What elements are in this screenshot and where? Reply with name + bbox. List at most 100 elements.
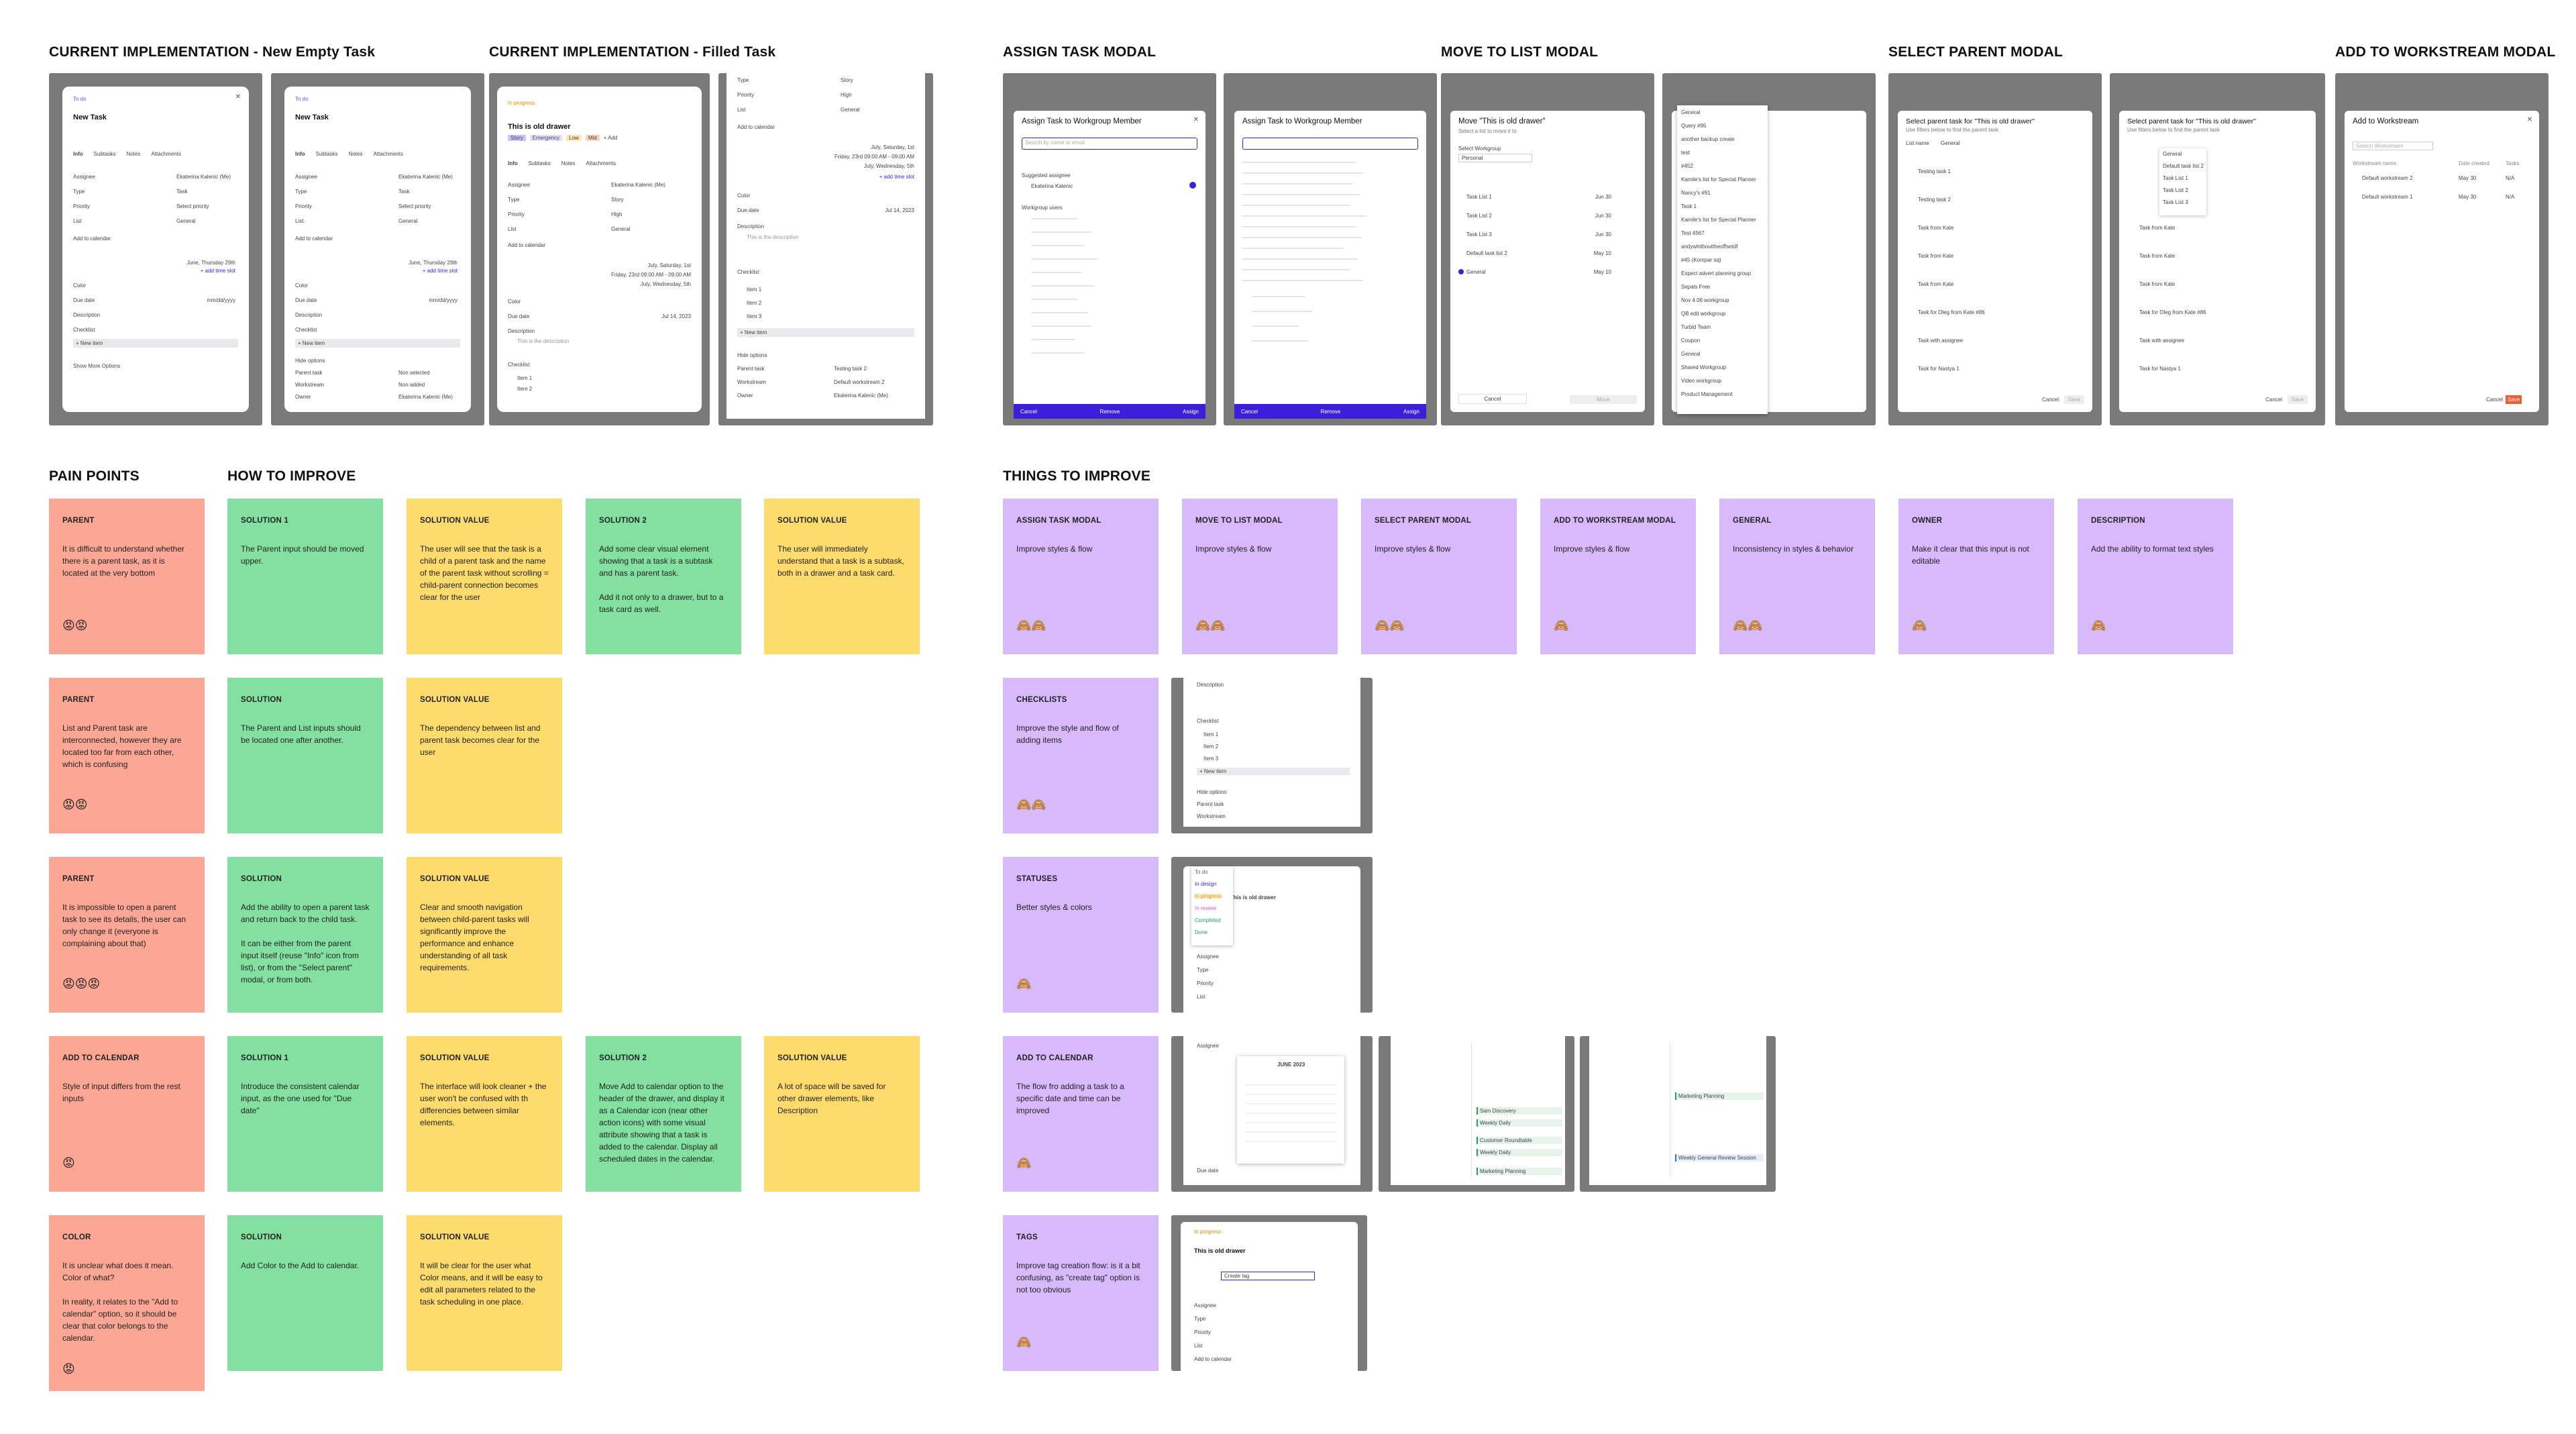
status-option[interactable]: To do bbox=[1195, 869, 1208, 875]
task-option[interactable]: Task with assignee bbox=[1918, 338, 1964, 344]
status-option[interactable]: Completed bbox=[1195, 917, 1221, 923]
dropdown-option[interactable]: Task List 3 bbox=[2163, 199, 2188, 205]
due-date-input[interactable]: mm/dd/yyyy bbox=[207, 297, 235, 303]
description-label[interactable]: Description bbox=[737, 223, 765, 229]
task-option[interactable]: Task from Kate bbox=[1918, 253, 1954, 259]
calendar-event[interactable]: Customer Roundtable bbox=[1477, 1137, 1562, 1144]
description-label[interactable]: Description bbox=[295, 312, 323, 318]
task-option[interactable]: Task with assignee bbox=[2139, 338, 2185, 344]
checklist-item[interactable]: Item 2 bbox=[747, 300, 762, 306]
field-list-value[interactable]: General bbox=[398, 218, 418, 224]
list-filter-select[interactable]: General bbox=[1941, 140, 1960, 146]
add-calendar-label[interactable]: Add to calendar bbox=[508, 242, 546, 248]
user-list-item[interactable] bbox=[1242, 237, 1362, 238]
user-list-item[interactable] bbox=[1242, 269, 1350, 270]
description-label[interactable]: Description bbox=[508, 328, 535, 334]
cancel-button[interactable]: Cancel bbox=[1458, 394, 1527, 404]
tab-subtasks[interactable]: Subtasks bbox=[315, 151, 338, 157]
dropdown-option[interactable]: Kamile's list for Special Planner bbox=[1681, 217, 1756, 223]
move-button[interactable]: Move bbox=[1570, 395, 1637, 404]
field-type-value[interactable]: Story bbox=[611, 197, 624, 203]
dropdown-option[interactable]: Task 1 bbox=[1681, 203, 1697, 209]
cancel-button[interactable]: Cancel bbox=[2265, 397, 2282, 403]
field-list-value[interactable]: General bbox=[841, 107, 860, 113]
status-dropdown[interactable]: In progress bbox=[1194, 1229, 1222, 1235]
dropdown-option[interactable]: Default task list 2 bbox=[2163, 163, 2204, 169]
user-list-item[interactable] bbox=[1031, 232, 1091, 233]
description-text[interactable]: This is the description bbox=[747, 234, 799, 240]
user-list-item[interactable] bbox=[1242, 258, 1358, 260]
parent-task-value[interactable]: Non selected bbox=[398, 370, 430, 376]
user-list-item[interactable] bbox=[1252, 311, 1312, 312]
due-date-input[interactable]: Jul 14, 2023 bbox=[885, 207, 914, 213]
user-list-item[interactable] bbox=[1242, 226, 1356, 227]
dropdown-option[interactable]: Turbid Team bbox=[1681, 324, 1711, 330]
task-option[interactable]: Task from Kate bbox=[2139, 225, 2176, 231]
tab-notes[interactable]: Notes bbox=[561, 160, 576, 166]
add-time-slot-link[interactable]: + add time slot bbox=[422, 268, 458, 274]
user-list-item[interactable] bbox=[1242, 205, 1350, 206]
user-list-item[interactable] bbox=[1252, 325, 1299, 327]
user-list-item[interactable] bbox=[1242, 248, 1343, 249]
dropdown-option[interactable]: Video workgroup bbox=[1681, 378, 1721, 384]
list-item[interactable]: Task List 2 bbox=[1466, 213, 1492, 219]
tab-subtasks[interactable]: Subtasks bbox=[93, 151, 116, 157]
tag-chip[interactable]: Story bbox=[508, 135, 526, 141]
status-dropdown[interactable]: To do bbox=[73, 96, 87, 102]
hide-options[interactable]: Hide options bbox=[1197, 789, 1227, 795]
dropdown-option[interactable]: Nancy's #91 bbox=[1681, 190, 1711, 196]
checklist-item[interactable]: Item 2 bbox=[517, 386, 533, 392]
tab-attachments[interactable]: Attachments bbox=[373, 151, 403, 157]
user-list-item[interactable] bbox=[1031, 299, 1078, 300]
field-assignee-value[interactable]: Ekaterina Kalenic (Me) bbox=[176, 174, 231, 180]
tag-input[interactable]: Create tag bbox=[1221, 1272, 1315, 1280]
tab-notes[interactable]: Notes bbox=[126, 151, 141, 157]
checklist-item[interactable]: Item 1 bbox=[517, 375, 533, 381]
task-option[interactable]: Task for Oleg from Kate #86 bbox=[2139, 309, 2206, 315]
save-button[interactable]: Save bbox=[2064, 395, 2084, 404]
close-icon[interactable]: ✕ bbox=[235, 93, 241, 101]
save-button[interactable]: Save bbox=[2506, 395, 2522, 404]
radio-selected-icon[interactable] bbox=[1458, 269, 1464, 274]
calendar-event[interactable]: Weekly General Review Session bbox=[1675, 1154, 1764, 1162]
user-list-item[interactable] bbox=[1252, 296, 1305, 297]
cancel-button[interactable]: Cancel bbox=[2486, 397, 2503, 403]
status-dropdown[interactable]: In progress bbox=[508, 100, 535, 106]
tab-info[interactable]: Info bbox=[295, 151, 305, 157]
description-label[interactable]: Description bbox=[73, 312, 101, 318]
checklist-item[interactable]: Item 3 bbox=[1203, 756, 1219, 762]
cancel-button[interactable]: Cancel bbox=[1241, 408, 1258, 415]
dropdown-option[interactable]: QB edit workgroup bbox=[1681, 311, 1726, 317]
dropdown-option[interactable]: Task List 2 bbox=[2163, 187, 2188, 193]
due-date-input[interactable]: Jul 14, 2023 bbox=[661, 313, 691, 319]
field-priority-value[interactable]: High bbox=[611, 211, 623, 217]
user-list-item[interactable] bbox=[1031, 258, 1098, 260]
tag-chip[interactable]: Low bbox=[566, 135, 582, 141]
add-time-slot-link[interactable]: + add time slot bbox=[879, 174, 914, 180]
field-priority-value[interactable]: Select priority bbox=[398, 203, 431, 209]
field-type-value[interactable]: Story bbox=[841, 77, 853, 83]
color-label[interactable]: Color bbox=[295, 283, 309, 289]
task-option[interactable]: Task for Nastya 1 bbox=[1918, 366, 1960, 372]
task-title[interactable]: New Task bbox=[295, 113, 329, 121]
hide-options[interactable]: Hide options bbox=[295, 358, 325, 364]
dropdown-option[interactable]: Nov 4.06 workgroup bbox=[1681, 297, 1729, 303]
suggested-user[interactable]: Ekaterina Kalenic bbox=[1031, 183, 1073, 189]
add-calendar-label[interactable]: Add to calendar bbox=[73, 236, 111, 242]
parent-task-value[interactable]: Testing task 2 bbox=[834, 366, 867, 372]
user-list-item[interactable] bbox=[1242, 215, 1366, 217]
list-item[interactable]: Task List 1 bbox=[1466, 194, 1492, 200]
user-list-item[interactable] bbox=[1242, 183, 1353, 185]
field-list-value[interactable]: General bbox=[176, 218, 196, 224]
add-tag-button[interactable]: + Add bbox=[603, 135, 618, 141]
dropdown-option[interactable]: Sepals Free bbox=[1681, 284, 1711, 290]
checklist-item[interactable]: Item 2 bbox=[1203, 744, 1219, 750]
description-text[interactable]: This is the description bbox=[517, 338, 570, 344]
user-list-item[interactable] bbox=[1242, 162, 1356, 163]
remove-button[interactable]: Remove bbox=[1320, 408, 1341, 415]
add-time-slot-link[interactable]: + add time slot bbox=[200, 268, 235, 274]
field-list-value[interactable]: General bbox=[611, 226, 631, 232]
add-calendar-label[interactable]: Add to calendar bbox=[737, 124, 775, 130]
search-input[interactable]: Search Workstream bbox=[2353, 142, 2433, 150]
new-item-button[interactable]: + New item bbox=[1197, 768, 1350, 775]
